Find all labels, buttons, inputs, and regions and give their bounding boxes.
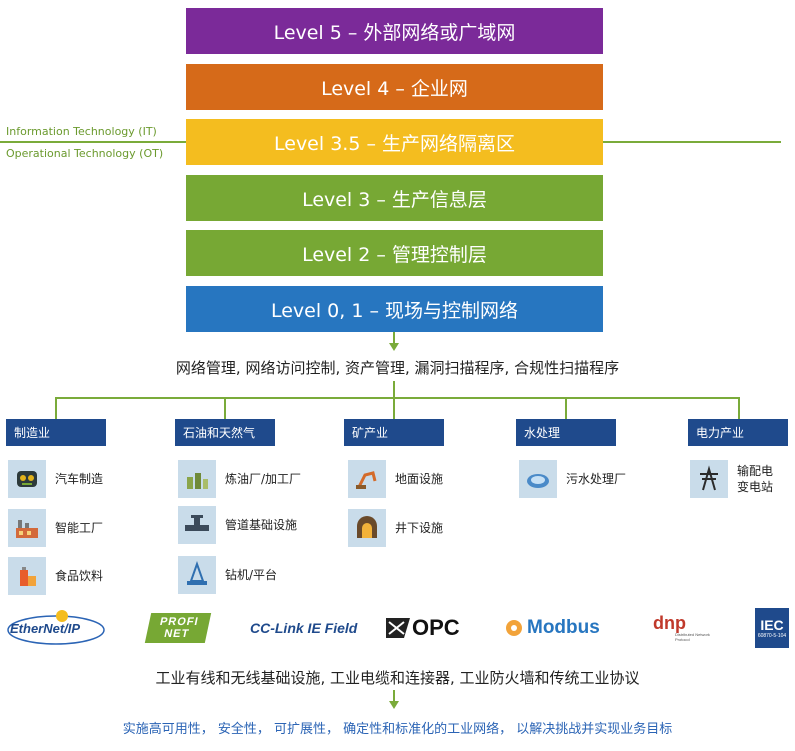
- goal-caption: 实施高可用性， 安全性， 可扩展性， 确定性和标准化的工业网络， 以解决挑战并实…: [122, 722, 673, 737]
- item-label: 输配电 变电站: [737, 464, 774, 494]
- list-item: 地面设施: [348, 460, 443, 498]
- tree-branch: [55, 397, 738, 399]
- tree-trunk: [393, 381, 395, 397]
- food-beverage-icon: [8, 557, 46, 595]
- item-label: 井下设施: [395, 521, 444, 535]
- iec-logo: IEC 60870-5-104: [755, 606, 791, 650]
- iec-text: IEC: [760, 616, 784, 633]
- services-caption: 网络管理, 网络访问控制, 资产管理, 漏洞扫描程序, 合规性扫描程序: [175, 359, 620, 377]
- level-4-box: Level 4 – 企业网: [186, 64, 603, 110]
- drilling-rig-icon: [178, 556, 216, 594]
- list-item: 钻机/平台: [178, 556, 277, 594]
- arrow-down-icon: [389, 343, 399, 351]
- modbus-logo: Modbus: [503, 606, 615, 650]
- it-ot-boundary-right: [603, 141, 781, 143]
- level-2-label: Level 2 – 管理控制层: [302, 243, 487, 266]
- tree-drop-5: [738, 397, 740, 419]
- dnp-logo: dnp Distributed Network Protocol: [653, 606, 725, 650]
- level-5-box: Level 5 – 外部网络或广域网: [186, 8, 603, 54]
- item-label: 钻机/平台: [225, 568, 278, 582]
- item-label: 炼油厂/加工厂: [225, 472, 302, 486]
- tree-drop-4: [565, 397, 567, 419]
- tree-drop-3: [393, 397, 395, 419]
- ot-label: Operational Technology (OT): [6, 147, 164, 160]
- profinet-logo: PROFI NET: [144, 606, 214, 650]
- profinet-text: PROFI NET: [158, 616, 200, 640]
- it-label: Information Technology (IT): [6, 125, 157, 138]
- industry-water: 水处理: [516, 419, 616, 446]
- list-item: 井下设施: [348, 509, 443, 547]
- refinery-icon: [178, 460, 216, 498]
- robot-arm-icon: [8, 460, 46, 498]
- list-item: 污水处理厂: [519, 460, 626, 498]
- modbus-mark-icon: [506, 620, 522, 636]
- factory-icon: [8, 509, 46, 547]
- connector-infra-to-goal: [393, 690, 395, 702]
- item-label: 地面设施: [395, 472, 444, 486]
- modbus-text: Modbus: [527, 617, 600, 638]
- it-ot-boundary-left: [0, 141, 186, 143]
- tree-drop-2: [224, 397, 226, 419]
- tree-drop-1: [55, 397, 57, 419]
- ethernet-ip-logo: EtherNet/IP: [6, 606, 106, 650]
- level-2-box: Level 2 – 管理控制层: [186, 230, 603, 276]
- opc-text: OPC: [412, 615, 460, 640]
- level-4-label: Level 4 – 企业网: [321, 77, 468, 100]
- level-0-1-label: Level 0, 1 – 现场与控制网络: [270, 299, 519, 322]
- mine-tunnel-icon: [348, 509, 386, 547]
- dnp-subtext: Distributed Network Protocol: [675, 632, 710, 642]
- list-item: 智能工厂: [8, 509, 103, 547]
- water-treatment-icon: [519, 460, 557, 498]
- item-label: 食品饮料: [55, 569, 104, 583]
- transmission-tower-icon: [690, 460, 728, 498]
- item-label: 管道基础设施: [225, 518, 298, 532]
- dnp-text: dnp: [653, 613, 686, 633]
- item-label: 智能工厂: [55, 521, 104, 535]
- industry-mining: 矿产业: [344, 419, 444, 446]
- infrastructure-caption: 工业有线和无线基础设施, 工业电缆和连接器, 工业防火墙和传统工业协议: [155, 669, 640, 687]
- level-3-box: Level 3 – 生产信息层: [186, 175, 603, 221]
- item-label: 污水处理厂: [566, 472, 627, 486]
- item-label: 汽车制造: [55, 472, 104, 486]
- pipeline-valve-icon: [178, 506, 216, 544]
- cc-link-text: CC-Link IE Field: [250, 620, 358, 636]
- list-item: 食品饮料: [8, 557, 103, 595]
- list-item: 输配电 变电站: [690, 460, 773, 498]
- connector-levels-to-services: [393, 332, 395, 344]
- cc-link-ie-field-logo: CC-Link IE Field: [250, 606, 357, 650]
- list-item: 汽车制造: [8, 460, 103, 498]
- list-item: 炼油厂/加工厂: [178, 460, 301, 498]
- level-0-1-box: Level 0, 1 – 现场与控制网络: [186, 286, 603, 332]
- level-3-5-box: Level 3.5 – 生产网络隔离区: [186, 119, 603, 165]
- ethernet-ip-text: EtherNet/IP: [10, 621, 81, 636]
- arrow-down-icon: [389, 701, 399, 709]
- level-5-label: Level 5 – 外部网络或广域网: [273, 21, 516, 44]
- opc-mark-icon: [386, 618, 410, 638]
- industry-power: 电力产业: [688, 419, 788, 446]
- level-3-label: Level 3 – 生产信息层: [302, 188, 487, 211]
- list-item: 管道基础设施: [178, 506, 297, 544]
- opc-logo: OPC: [386, 606, 461, 650]
- iec-subtext: 60870-5-104: [757, 632, 787, 639]
- excavator-icon: [348, 460, 386, 498]
- level-3-5-label: Level 3.5 – 生产网络隔离区: [274, 132, 515, 155]
- industry-oil-gas: 石油和天然气: [175, 419, 275, 446]
- industry-manufacturing: 制造业: [6, 419, 106, 446]
